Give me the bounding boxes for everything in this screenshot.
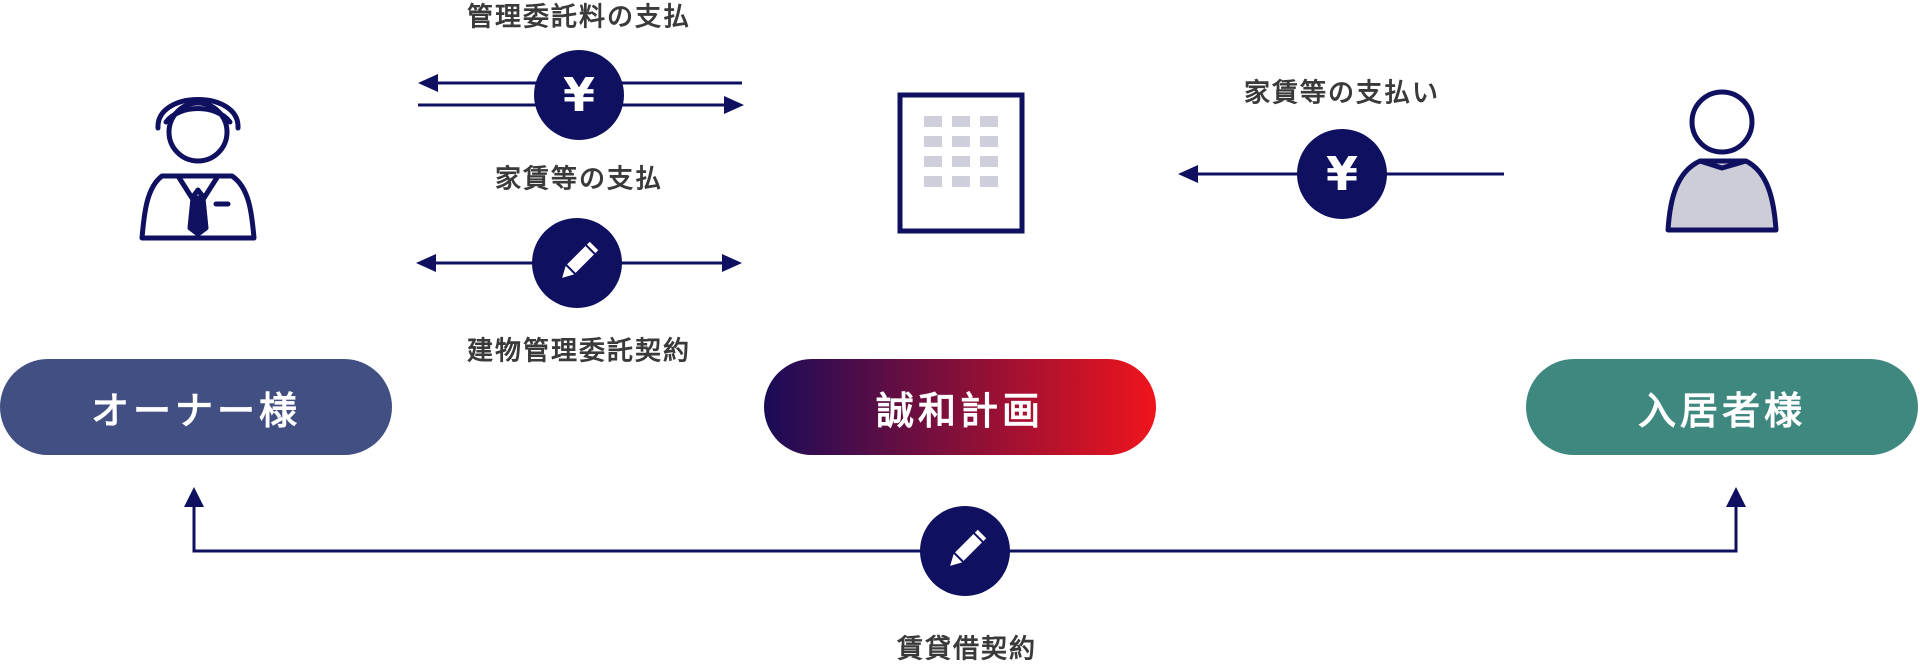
- mgmt-fee-arrowhead-right: [724, 96, 744, 114]
- lease-arrowhead-owner: [184, 487, 204, 507]
- label-rent-payment-from-tenant: 家賃等の支払い: [1243, 78, 1441, 109]
- tenant-rent-arrowhead: [1178, 165, 1198, 183]
- label-rent-payment-to-owner: 家賃等の支払: [494, 164, 664, 195]
- pencil-icon: [562, 241, 599, 278]
- tenant-person-icon: [1665, 89, 1779, 233]
- label-lease-contract: 賃貸借契約: [896, 634, 1038, 665]
- owner-person-icon: [139, 97, 257, 241]
- bldg-contract-arrowhead-left: [416, 254, 436, 272]
- label-building-management-contract: 建物管理委託契約: [466, 336, 692, 367]
- label-mgmt-fee-payment: 管理委託料の支払: [466, 2, 692, 33]
- pencil-icon: [950, 529, 987, 566]
- yen-badge-mgmt: [534, 50, 624, 140]
- yen-symbol-tenant: ¥: [1325, 147, 1359, 201]
- yen-symbol-mgmt: ¥: [562, 68, 596, 122]
- mgmt-fee-arrowhead-left: [418, 74, 438, 92]
- tenant-pill: 入居者様: [1526, 359, 1918, 455]
- lease-arrowhead-tenant: [1726, 487, 1746, 507]
- owner-pill: オーナー様: [0, 359, 392, 455]
- yen-badge-tenant: [1297, 129, 1387, 219]
- bldg-contract-arrowhead-right: [722, 254, 742, 272]
- pencil-badge-bldg: [532, 218, 622, 308]
- pencil-badge-lease: [920, 506, 1010, 596]
- building-icon: [897, 92, 1025, 234]
- company-pill: 誠和計画: [764, 359, 1156, 455]
